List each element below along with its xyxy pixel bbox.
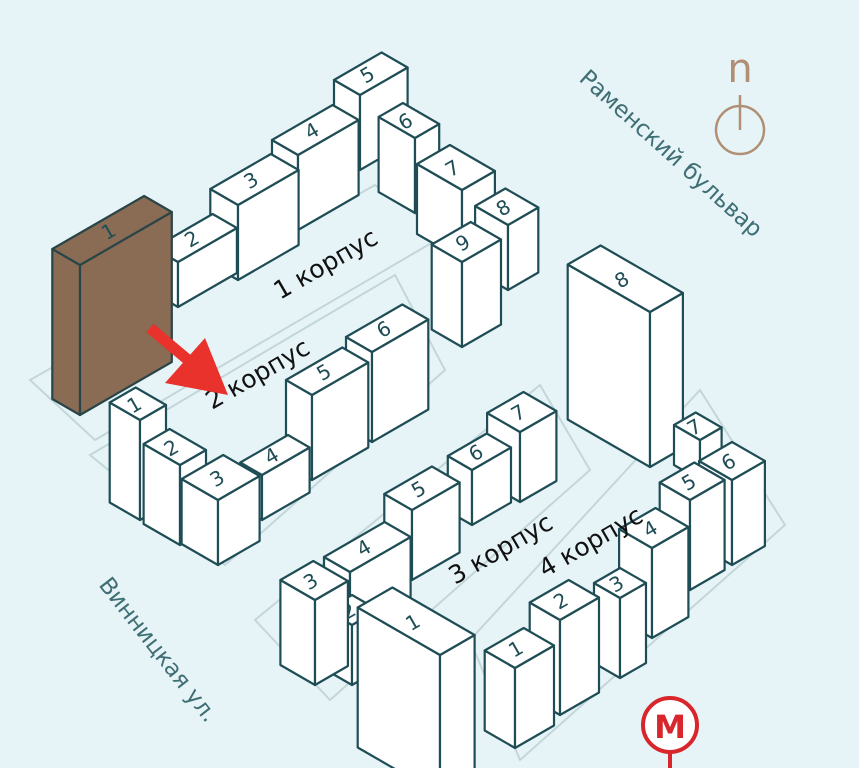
face-top	[528, 578, 601, 622]
face-top	[430, 220, 503, 264]
metro-label: M	[654, 708, 686, 746]
face-top	[284, 346, 370, 397]
face-left	[108, 401, 142, 522]
compass-icon: n	[714, 46, 766, 156]
face-top	[383, 465, 461, 512]
face-top	[697, 440, 767, 482]
building-korpus-2-section-3[interactable]: 3	[180, 453, 261, 567]
compass-north-label: n	[727, 46, 752, 92]
face-top	[617, 506, 690, 550]
building-korpus-3-section-3[interactable]: 3	[279, 559, 349, 687]
face-top	[270, 103, 360, 157]
face-top	[474, 187, 540, 227]
face-top	[209, 152, 300, 207]
face-top	[446, 432, 513, 472]
face-top	[415, 143, 496, 192]
face-top	[142, 427, 208, 467]
building-korpus-3-section-1[interactable]: 1	[356, 586, 476, 768]
face-top	[377, 101, 441, 140]
face-right	[618, 581, 648, 680]
street-vinnitskaya: Винницкая ул.	[93, 573, 222, 728]
face-top	[239, 433, 311, 477]
face-top	[483, 626, 556, 670]
selection-arrow	[146, 323, 228, 395]
building-korpus-4-section-2[interactable]: 2	[528, 578, 601, 717]
face-top	[566, 244, 685, 314]
face-top	[51, 194, 173, 267]
metro-icon: M	[641, 696, 699, 768]
face-top	[592, 566, 648, 600]
buildings: 564738291685771462365544323211	[51, 51, 767, 768]
building-korpus-1-section-9[interactable]: 9	[430, 220, 503, 349]
face-top	[356, 586, 476, 657]
building-korpus-4-section-1[interactable]: 1	[483, 626, 556, 750]
face-top	[672, 411, 723, 442]
face-top	[344, 303, 430, 354]
face-top	[332, 51, 409, 97]
face-top	[486, 390, 558, 434]
building-korpus-1-section-1[interactable]: 1	[51, 194, 173, 417]
face-left	[51, 247, 82, 417]
arrow-head	[165, 338, 228, 395]
face-top	[180, 453, 261, 502]
face-top	[108, 386, 168, 422]
building-korpus-4-section-8[interactable]: 8	[566, 244, 685, 469]
building-korpus-4-section-3[interactable]: 3	[592, 566, 648, 680]
face-right	[438, 633, 476, 768]
face-top	[279, 559, 349, 602]
face-top	[658, 461, 726, 502]
face-top	[322, 520, 412, 574]
